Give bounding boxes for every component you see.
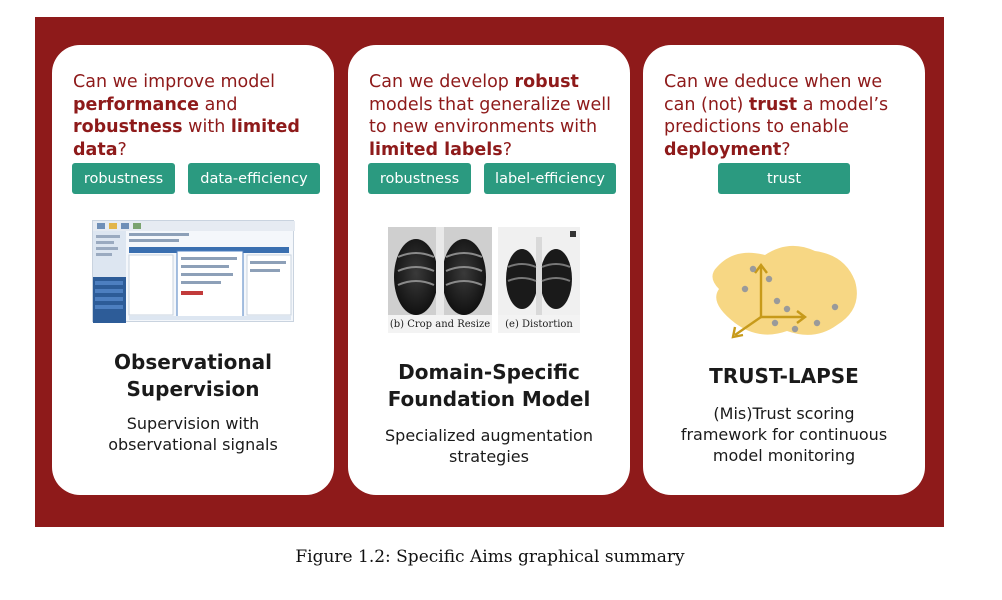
tag-row: robustness label-efficiency xyxy=(348,163,630,195)
tag-robustness: robustness xyxy=(368,163,471,194)
aim-description-line: model monitoring xyxy=(712,446,856,465)
question-keyword: limited labels xyxy=(369,139,503,160)
question-text: Can we improve model xyxy=(73,72,275,92)
aim-title-line: Domain-Specific xyxy=(398,360,580,384)
xray-crop-resize-image: (b) Crop and Resize xyxy=(388,227,492,333)
aim-description-line: Specialized augmentation xyxy=(385,426,593,445)
aim-description: Specialized augmentation strategies xyxy=(348,425,630,467)
aim-question: Can we deduce when we can (not) trust a … xyxy=(664,71,914,161)
aim-title: Domain-Specific Foundation Model xyxy=(348,359,630,413)
aim-question: Can we improve model performance and rob… xyxy=(73,71,323,161)
aim-description-line: (Mis)Trust scoring xyxy=(713,404,855,423)
aim-description-line: strategies xyxy=(449,447,529,466)
aim-title: Observational Supervision xyxy=(52,349,334,403)
question-keyword: deployment xyxy=(664,139,782,160)
aim-title-line: Supervision xyxy=(126,377,260,401)
question-keyword: performance xyxy=(73,94,200,115)
aim-description-line: Supervision with xyxy=(126,414,260,433)
aim-card-trust-lapse: Can we deduce when we can (not) trust a … xyxy=(643,45,925,495)
question-keyword: trust xyxy=(748,94,798,115)
question-text: a model’s predictions to enable xyxy=(664,94,889,138)
question-text: ? xyxy=(502,139,512,160)
aim-description-line: framework for continuous xyxy=(680,425,888,444)
embedding-space-icon xyxy=(705,233,865,343)
aim-question: Can we develop robust models that genera… xyxy=(369,71,619,161)
question-text: with xyxy=(182,117,231,137)
aim-title-line: TRUST-LAPSE xyxy=(709,364,859,388)
tag-data-efficiency: data-efficiency xyxy=(188,163,320,194)
question-text: models that generalize well to new envir… xyxy=(369,94,611,138)
aim-title-line: Observational xyxy=(114,350,272,374)
question-text: ? xyxy=(117,139,127,160)
tag-label-efficiency: label-efficiency xyxy=(484,163,616,194)
question-keyword: robust xyxy=(514,72,579,92)
question-text: ? xyxy=(781,139,791,160)
aim-title-line: Foundation Model xyxy=(387,387,591,411)
question-keyword: robustness xyxy=(73,117,183,137)
aim-description: (Mis)Trust scoring framework for continu… xyxy=(643,403,925,466)
tag-row: trust xyxy=(643,163,925,195)
xray-caption: (b) Crop and Resize xyxy=(388,315,492,333)
question-keyword: limited data xyxy=(73,117,300,160)
aim-description: Supervision with observational signals xyxy=(52,413,334,455)
xray-caption: (e) Distortion xyxy=(498,315,580,333)
tag-robustness: robustness xyxy=(72,163,175,194)
aim-card-foundation-model: Can we develop robust models that genera… xyxy=(348,45,630,495)
figure-caption: Figure 1.2: Specific Aims graphical summ… xyxy=(295,547,685,567)
tag-trust: trust xyxy=(718,163,850,194)
aim-title: TRUST-LAPSE xyxy=(643,363,925,390)
xray-distortion-image: (e) Distortion xyxy=(498,227,580,333)
question-text: and xyxy=(199,94,238,115)
aim-description-line: observational signals xyxy=(108,435,278,454)
question-text: Can we deduce when we can (not) xyxy=(664,72,883,115)
aim-card-observational-supervision: Can we improve model performance and rob… xyxy=(52,45,334,495)
tag-row: robustness data-efficiency xyxy=(52,163,334,195)
question-text: Can we develop xyxy=(369,72,515,92)
ehr-screenshot-image xyxy=(92,220,295,323)
